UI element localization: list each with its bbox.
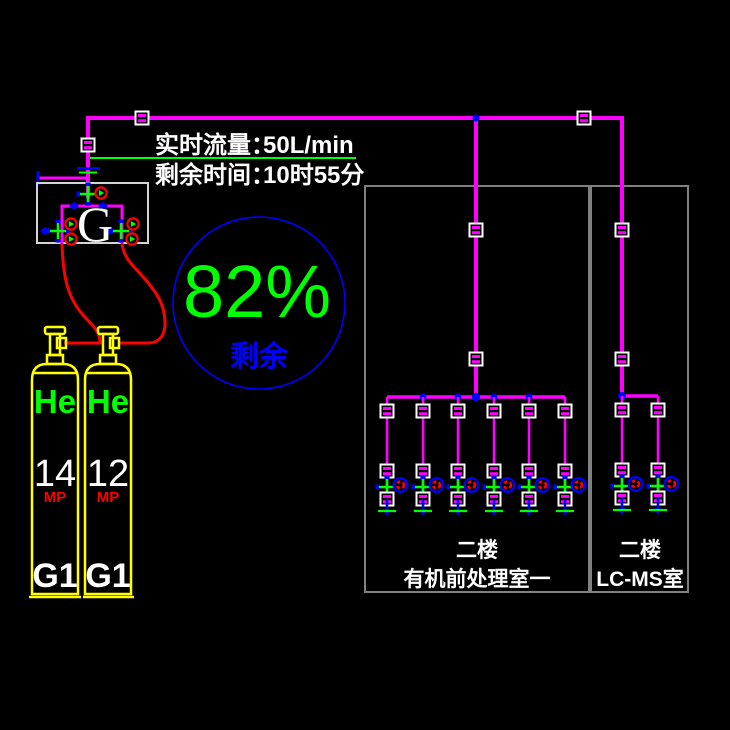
pipe-fitting-icon: [468, 351, 484, 367]
time-remaining-label: 剩余时间：: [155, 161, 275, 189]
pressure-gauge-icon: [64, 232, 78, 246]
hose-right: [119, 242, 167, 345]
gas-cylinder-2: He 12 MP G1: [83, 325, 134, 599]
time-remaining-value: 10时55分: [263, 162, 364, 189]
remaining-percent-gauge: 82% 剩余: [172, 216, 346, 390]
gas-outlet-branch: [554, 397, 586, 516]
room1-name-label: 有机前处理室一: [404, 567, 551, 591]
cylinder1-gas-label: He: [34, 383, 76, 420]
manifold-box: [36, 182, 149, 244]
main-supply-pipe: [36, 116, 658, 399]
pipe-fitting-icon: [614, 222, 630, 238]
cylinder2-group-label: G1: [85, 557, 130, 595]
room2-floor-label: 二楼: [619, 539, 661, 562]
cylinder2-pressure-value: 12: [87, 453, 129, 495]
gas-outlet-branch: [518, 397, 550, 516]
manifold-label: G: [77, 196, 113, 252]
gas-outlet-branch: [647, 396, 679, 515]
pipe-fitting-icon: [80, 137, 96, 153]
remaining-percent-value: 82%: [183, 250, 331, 333]
gas-outlet-branch: [447, 397, 479, 516]
cylinder-hoses: [60, 242, 167, 345]
hose-left: [60, 242, 102, 345]
room2-name-label: LC-MS室: [596, 567, 684, 591]
flow-label: 实时流量：: [155, 131, 275, 159]
pressure-gauge-icon: [125, 232, 139, 246]
room-box-lcms: [590, 185, 689, 593]
pipe-fitting-icon: [614, 351, 630, 367]
cylinder1-group-label: G1: [32, 557, 77, 595]
flow-value: 50L/min: [263, 132, 354, 159]
cylinder1-pressure-unit: MP: [44, 489, 67, 506]
cylinder1-pressure-value: 14: [34, 453, 76, 495]
pipe-junctions: [419, 114, 626, 402]
pipe-fitting-icon: [468, 222, 484, 238]
cylinder2-pressure-unit: MP: [97, 489, 120, 506]
cylinder2-gas-label: He: [87, 383, 129, 420]
gas-outlet-branch: [483, 397, 515, 516]
gas-cylinder-1: He 14 MP G1: [29, 325, 81, 599]
room1-outlet-branches: [376, 397, 586, 516]
pipe-fitting-icon: [134, 110, 150, 126]
gauge-circle: [172, 216, 346, 390]
remaining-caption: 剩余: [230, 339, 289, 373]
pressure-gauge-icon: [126, 217, 140, 231]
room2-outlet-branches: [611, 396, 679, 515]
gas-outlet-branch: [412, 397, 444, 516]
gas-outlet-branch: [376, 397, 408, 516]
pressure-gauge-icon: [64, 217, 78, 231]
manifold-cabinet: G: [36, 181, 149, 252]
pipe-fitting-icon: [576, 110, 592, 126]
gas-outlet-branch: [611, 396, 643, 515]
room1-floor-label: 二楼: [456, 539, 498, 562]
